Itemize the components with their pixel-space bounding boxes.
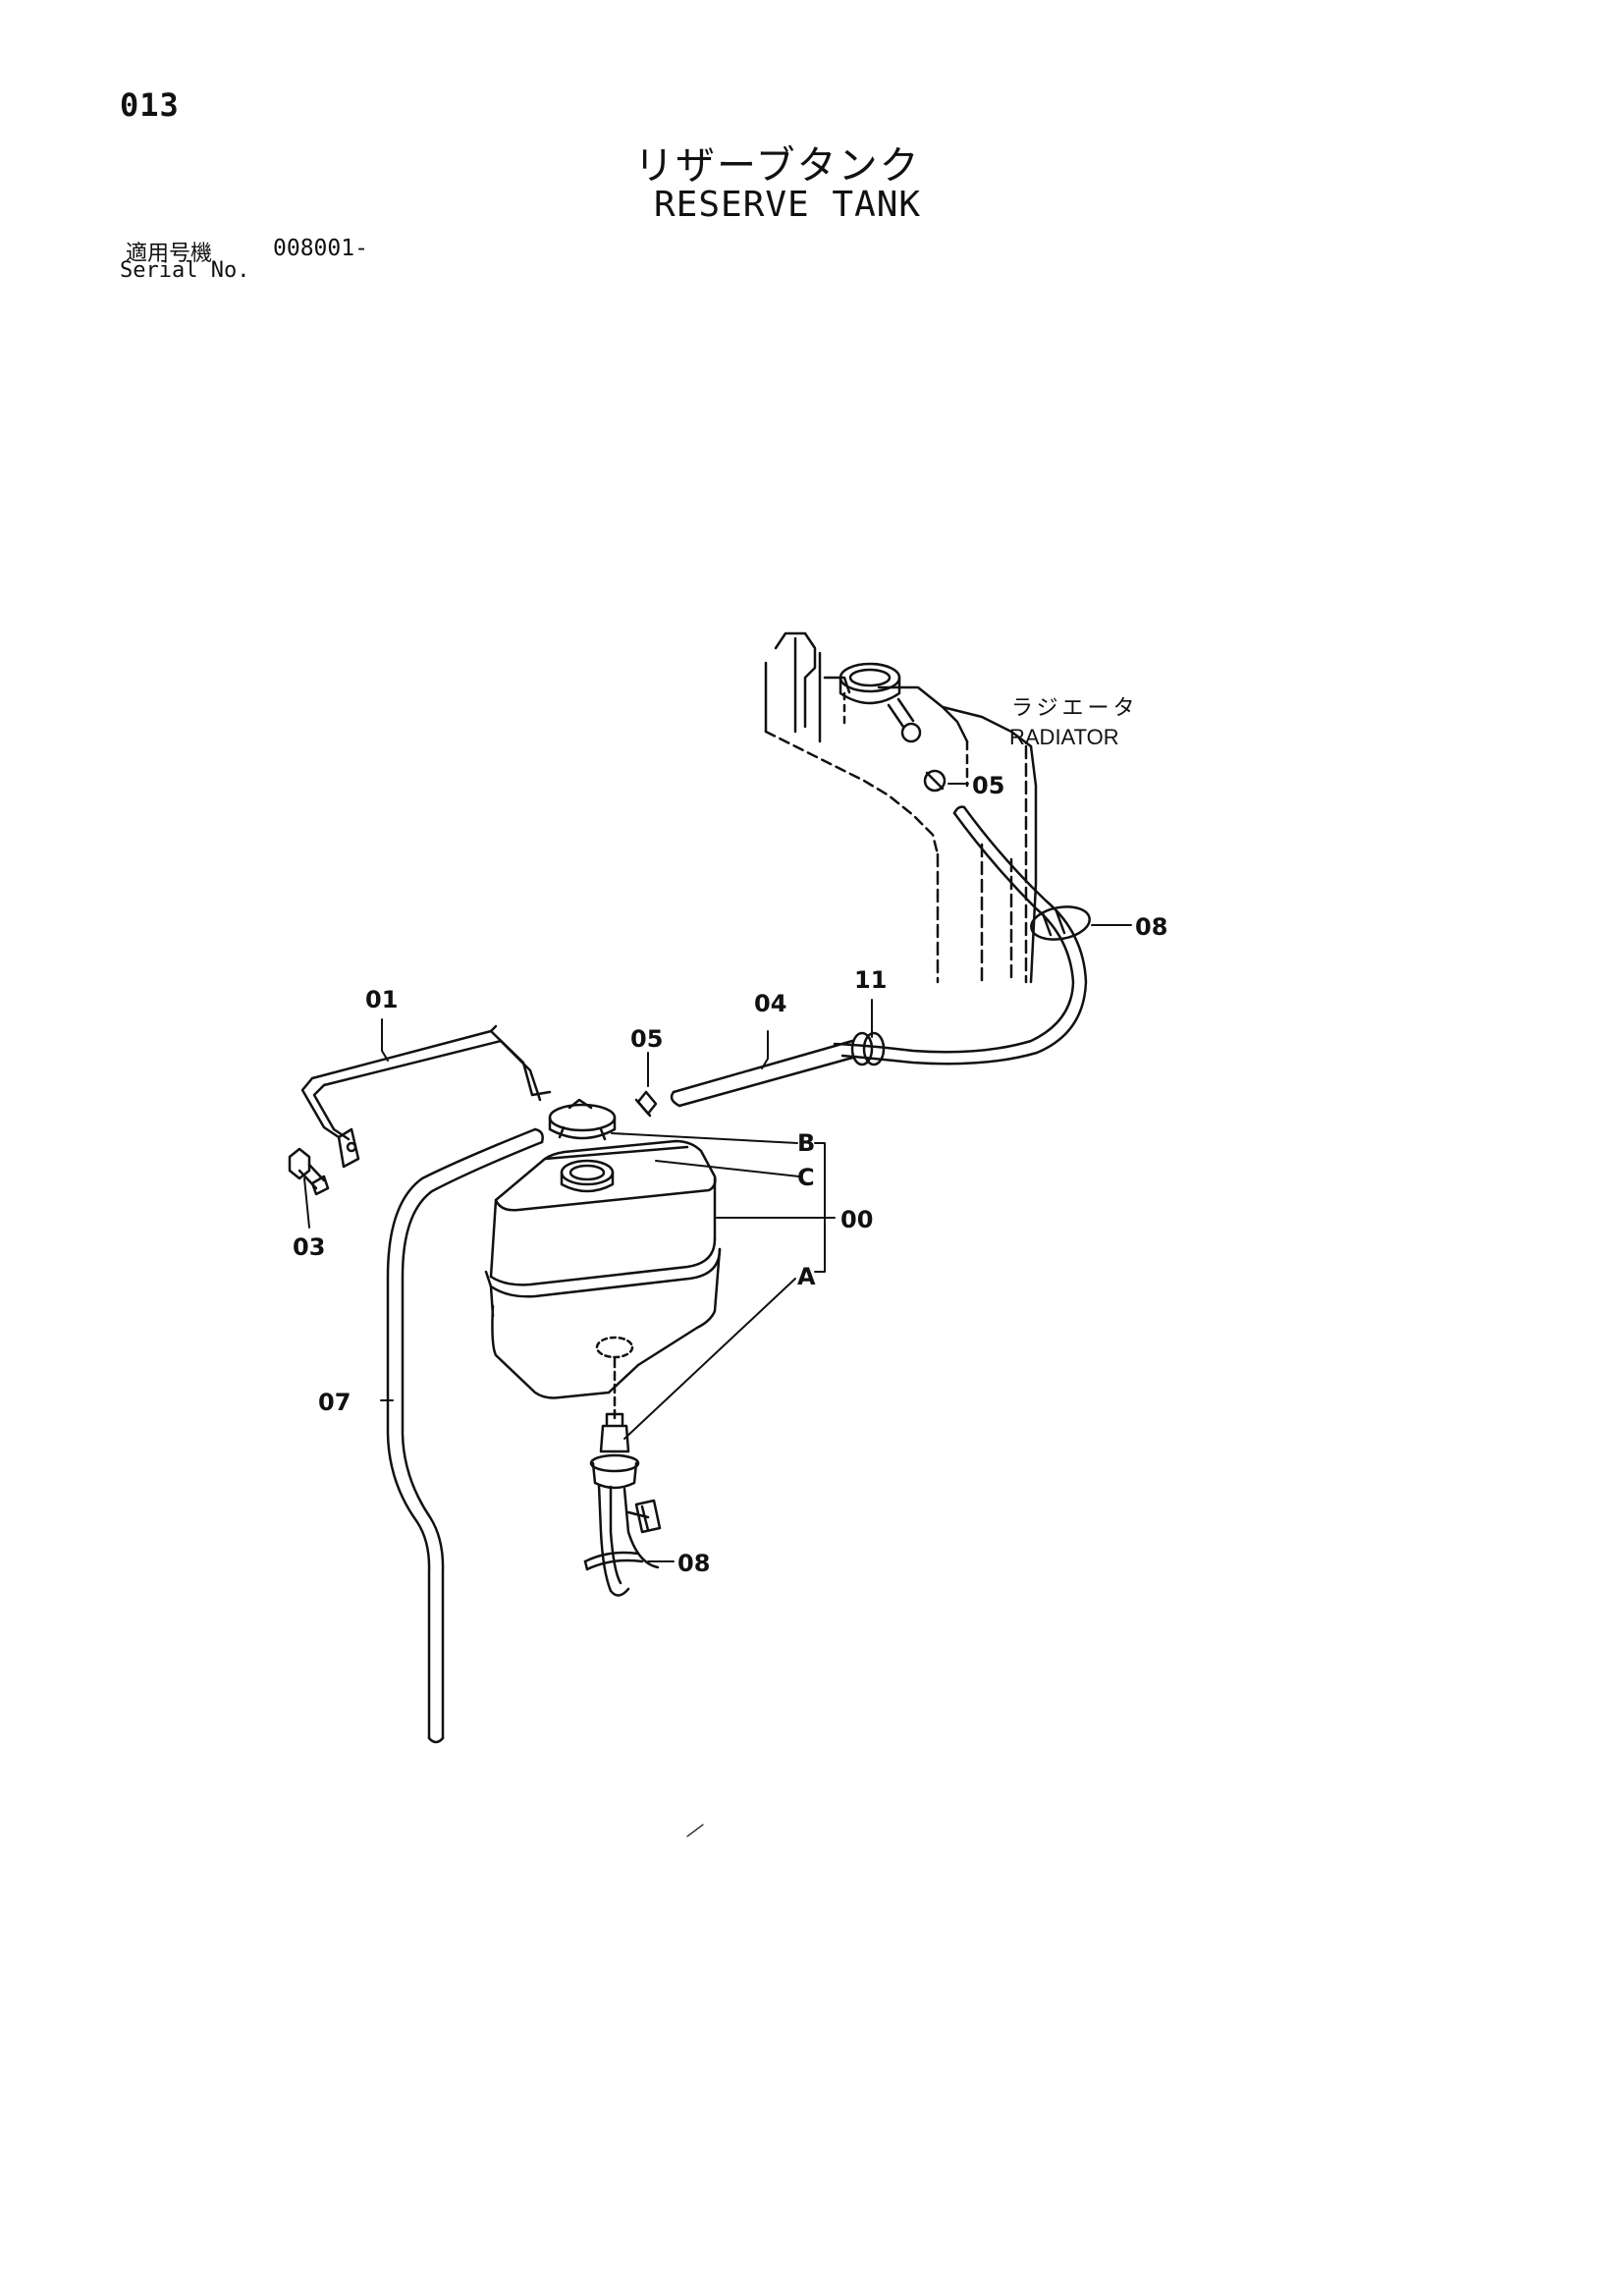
- callout-05-radiator: 05: [972, 772, 1004, 799]
- callout-04: 04: [754, 990, 786, 1017]
- tank-cap: [548, 1098, 617, 1141]
- clip-08-hose: [1030, 905, 1091, 941]
- radiator-label-english: RADIATOR: [1009, 725, 1119, 749]
- callout-08-sensor: 08: [677, 1550, 710, 1577]
- bolt-03: [288, 1147, 330, 1196]
- serial-label-english: Serial No.: [120, 258, 250, 283]
- hose-04: [670, 1039, 858, 1108]
- callout-08-hose: 08: [1135, 913, 1167, 941]
- clamp-05-radiator: [923, 769, 947, 793]
- callout-01: 01: [365, 986, 398, 1013]
- page-title-english: RESERVE TANK: [654, 185, 922, 225]
- callout-00: 00: [840, 1206, 873, 1233]
- callout-07: 07: [318, 1389, 351, 1416]
- page-number: 013: [120, 86, 180, 124]
- grommet-11: [850, 1031, 886, 1066]
- callout-11: 11: [854, 966, 887, 994]
- radiator-drawing: [764, 631, 1038, 984]
- hose-radiator-overflow: [833, 805, 1088, 1066]
- callout-05-tank: 05: [630, 1025, 663, 1053]
- callout-C: C: [797, 1164, 815, 1191]
- leader-lines: [303, 783, 1132, 1562]
- callout-A: A: [797, 1263, 816, 1290]
- level-sensor: [583, 1357, 662, 1597]
- clamp-05-tank: [634, 1090, 658, 1118]
- callout-03: 03: [293, 1233, 325, 1261]
- bracket-01: [300, 1024, 552, 1169]
- radiator-label-japanese: ラジエータ: [1011, 695, 1139, 720]
- callout-B: B: [797, 1129, 815, 1157]
- page-title-japanese: リザーブタンク: [634, 143, 921, 189]
- serial-label-japanese: 適用号機: [126, 242, 213, 266]
- reserve-tank-00: [484, 1139, 722, 1399]
- hose-07: [386, 1127, 544, 1744]
- serial-number-value: 008001-: [273, 236, 368, 261]
- scan-speck: [686, 1824, 704, 1837]
